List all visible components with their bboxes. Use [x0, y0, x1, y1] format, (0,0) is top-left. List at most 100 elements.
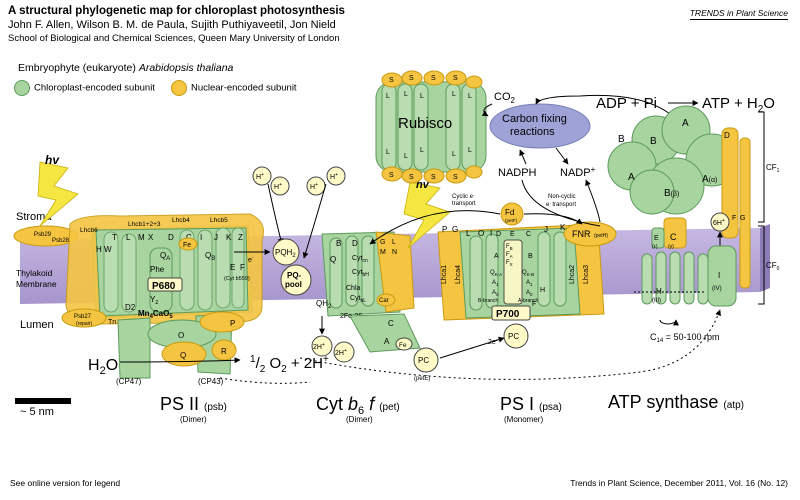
svg-text:(petF): (petF)	[505, 218, 518, 223]
pc-psi	[503, 323, 529, 349]
psii-state: (Dimer)	[180, 415, 207, 424]
svg-text:(III): (III)	[652, 298, 661, 304]
psii-name: PS II (psb)	[160, 394, 227, 414]
svg-text:QK-A: QK-A	[490, 270, 502, 277]
psii-lhcb4: Lhcb4	[172, 217, 190, 224]
atp-reaction-left: ADP + Pi	[596, 95, 657, 112]
svg-text:CytbL: CytbL	[350, 295, 366, 304]
svg-text:L: L	[404, 91, 408, 98]
q-cytb6f: Q	[330, 255, 336, 264]
svg-text:QK-B: QK-B	[522, 270, 534, 277]
svg-text:L: L	[420, 93, 424, 100]
svg-text:Psb27: Psb27	[74, 314, 92, 320]
svg-text:I: I	[718, 271, 720, 280]
svg-text:Cytcn: Cytcn	[352, 255, 368, 264]
svg-text:A: A	[628, 172, 635, 183]
chloroplast-swatch	[14, 80, 30, 96]
co2-label: CO2	[494, 91, 516, 105]
svg-text:G: G	[740, 215, 745, 222]
svg-text:S: S	[453, 174, 458, 181]
water-arrow	[119, 357, 241, 364]
svg-text:A1: A1	[492, 280, 499, 287]
fnr-blob	[563, 221, 617, 247]
fe-cofactor	[178, 237, 198, 251]
svg-text:Chla: Chla	[346, 285, 361, 292]
svg-text:O: O	[478, 229, 484, 238]
svg-text:A: A	[384, 337, 390, 346]
svg-text:N: N	[392, 249, 397, 256]
svg-text:L: L	[404, 153, 408, 160]
svg-text:C: C	[526, 231, 531, 238]
legend: Chloroplast-encoded subunit Nuclear-enco…	[14, 80, 297, 96]
svg-text:CytbH: CytbH	[352, 269, 369, 278]
qa-label: QA	[160, 251, 170, 262]
cyclic-label: Cyclic e-transport	[452, 192, 476, 207]
membrane-edge	[760, 224, 770, 292]
svg-text:Lhca3: Lhca3	[583, 265, 590, 284]
svg-text:Car: Car	[379, 298, 389, 304]
page-title: A structural phylogenetic map for chloro…	[8, 5, 345, 17]
svg-text:E: E	[230, 263, 235, 272]
psb28-label: Psb28	[52, 238, 70, 244]
cp47-label: (CP47)	[116, 377, 142, 386]
p680-box	[147, 277, 183, 292]
svg-text:P: P	[442, 225, 447, 234]
lumen-proton-path-2	[219, 377, 311, 384]
svg-text:D: D	[724, 131, 730, 140]
svg-text:FNR: FNR	[572, 229, 591, 239]
svg-text:L: L	[420, 147, 424, 154]
svg-text:FB: FB	[506, 244, 513, 251]
nuclear-label: Nuclear-encoded subunit	[190, 82, 297, 94]
hv-bolt-psi	[403, 181, 451, 249]
svg-text:B: B	[618, 134, 625, 145]
svg-text:(IV): (IV)	[712, 286, 722, 292]
rubisco-label: Rubisco	[398, 115, 452, 132]
svg-text:T: T	[112, 233, 117, 242]
car-blob	[376, 293, 396, 307]
svg-text:D: D	[496, 231, 501, 238]
svg-text:L: L	[386, 93, 390, 100]
svg-text:H: H	[96, 245, 102, 254]
svg-text:E: E	[654, 235, 659, 242]
atp-synthase: ADP + Pi ATP + H2O B A A A(α) B(β) B D F…	[535, 94, 780, 412]
svg-text:L: L	[452, 91, 456, 98]
svg-text:L: L	[126, 233, 131, 242]
psbr-blob	[211, 339, 237, 361]
svg-text:B: B	[336, 239, 341, 248]
chloroplast-label: Chloroplast-encoded subunit	[34, 82, 155, 94]
journal-logo: TRENDS in Plant Science	[689, 8, 788, 20]
svg-text:D: D	[168, 233, 174, 242]
scale-label: ~ 5 nm	[20, 406, 54, 418]
svg-text:L: L	[452, 151, 456, 158]
oxygen-label: 1/2 O2 + 2H+	[250, 354, 329, 375]
svg-text:B: B	[650, 136, 657, 147]
affiliation: School of Biological and Chemical Scienc…	[8, 33, 340, 44]
cp43-label: (CP43)	[198, 377, 224, 386]
phe-label: Phe	[150, 265, 165, 274]
svg-text:F: F	[732, 215, 736, 222]
qh2-label: QH2	[316, 299, 332, 310]
pqh2-circle	[272, 238, 300, 266]
fd-circle	[500, 202, 524, 226]
tn-label: Tn	[108, 319, 116, 326]
svg-text:P: P	[230, 319, 235, 328]
svg-text:S: S	[389, 172, 394, 179]
svg-text:2H+: 2H+	[335, 348, 347, 357]
svg-text:H+: H+	[330, 172, 338, 181]
lumen-label: Lumen	[20, 319, 54, 331]
pqh2-label: PQH2	[275, 248, 296, 259]
svg-text:PC: PC	[508, 332, 519, 341]
organism-species: Arabidopsis thaliana	[138, 62, 234, 74]
svg-text:6H+: 6H+	[713, 218, 725, 227]
svg-text:(petH): (petH)	[594, 233, 608, 239]
pq-pool-label: PQ-pool	[285, 271, 302, 289]
svg-text:(γ): (γ)	[668, 244, 674, 250]
svg-text:H+: H+	[274, 182, 282, 191]
svg-text:H+: H+	[256, 172, 264, 181]
svg-text:A0: A0	[492, 290, 499, 297]
psbp-blob	[199, 311, 245, 333]
